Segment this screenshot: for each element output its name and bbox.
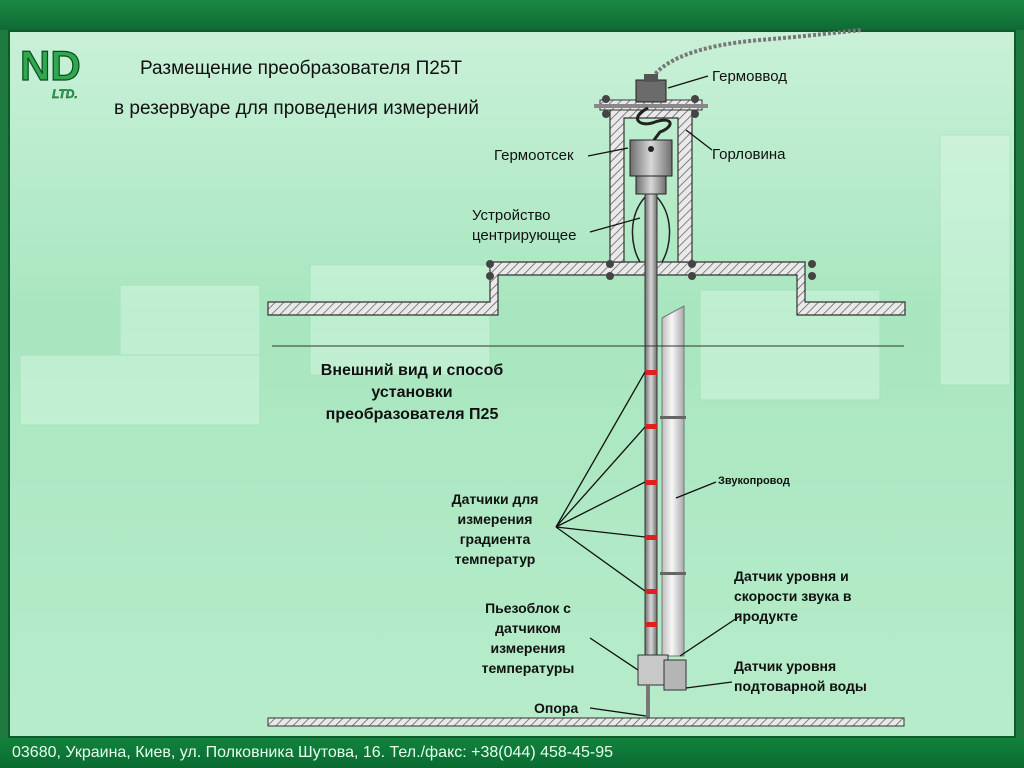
label-level-sound-sensor: Датчик уровня и скорости звука в продукт… (734, 566, 852, 626)
background-tanks (19, 134, 1011, 426)
company-logo: ND LTD. (19, 41, 81, 101)
piezo-line-4: температуры (481, 660, 575, 676)
neck-hatched (594, 99, 708, 263)
top-bar (0, 0, 1024, 30)
title-line-1: Размещение преобразователя П25Т (140, 58, 463, 79)
appearance-line-1: Внешний вид и способ (320, 362, 504, 379)
title-line-2: в резервуаре для проведения измерений (114, 98, 479, 119)
temp-sensors-line-4: температур (454, 551, 536, 567)
slide-frame (8, 30, 1016, 738)
temp-sensors-line-1: Датчики для (451, 491, 539, 507)
svg-text:LTD.: LTD. (52, 87, 78, 101)
sound-tube (660, 305, 686, 657)
piezo-line-2: датчиком (495, 620, 561, 636)
cable-gland (635, 74, 667, 103)
footer-address: 03680, Украина, Киев, ул. Полковника Шут… (0, 738, 1024, 768)
label-support: Опора (534, 700, 579, 716)
temp-sensors-line-3: градиента (459, 531, 531, 547)
hermetic-compartment (629, 139, 673, 195)
piezo-line-1: Пьезоблок с (485, 600, 571, 616)
leader-lines (555, 75, 741, 717)
level-sound-line-2: скорости звука в (734, 588, 852, 604)
label-water-level-sensor: Датчик уровня подтоварной воды (734, 656, 867, 696)
label-hermetic-compartment: Гермоотсек (494, 147, 574, 164)
level-sound-line-1: Датчик уровня и (734, 568, 849, 584)
label-neck: Горловина (712, 146, 786, 163)
reservoir-bottom (267, 717, 905, 727)
label-centering-device-2: центрирующее (472, 227, 577, 244)
label-centering-device-1: Устройство (472, 207, 551, 224)
bolts (486, 95, 816, 280)
piezo-line-3: измерения (490, 640, 566, 656)
section-heading-appearance: Внешний вид и способ установки преобразо… (284, 360, 540, 426)
label-sound-tube: Звукопровод (718, 475, 790, 487)
temp-sensors-line-2: измерения (457, 511, 533, 527)
water-level-line-1: Датчик уровня (734, 658, 837, 674)
cable (648, 28, 863, 83)
inner-wire (635, 106, 672, 141)
label-temperature-sensors: Датчики для измерения градиента температ… (420, 489, 570, 569)
piezo-block (637, 654, 687, 718)
level-sound-line-3: продукте (734, 608, 798, 624)
water-level-line-2: подтоварной воды (734, 678, 867, 694)
centering-springs (631, 195, 671, 263)
label-cable-gland: Гермоввод (712, 68, 787, 85)
label-piezo-block: Пьезоблок с датчиком измерения температу… (460, 598, 596, 678)
appearance-line-3: преобразователя П25 (325, 406, 499, 423)
appearance-line-2: установки (371, 384, 453, 401)
temperature-sensor-bands (645, 370, 657, 627)
svg-text:ND: ND (20, 42, 81, 89)
